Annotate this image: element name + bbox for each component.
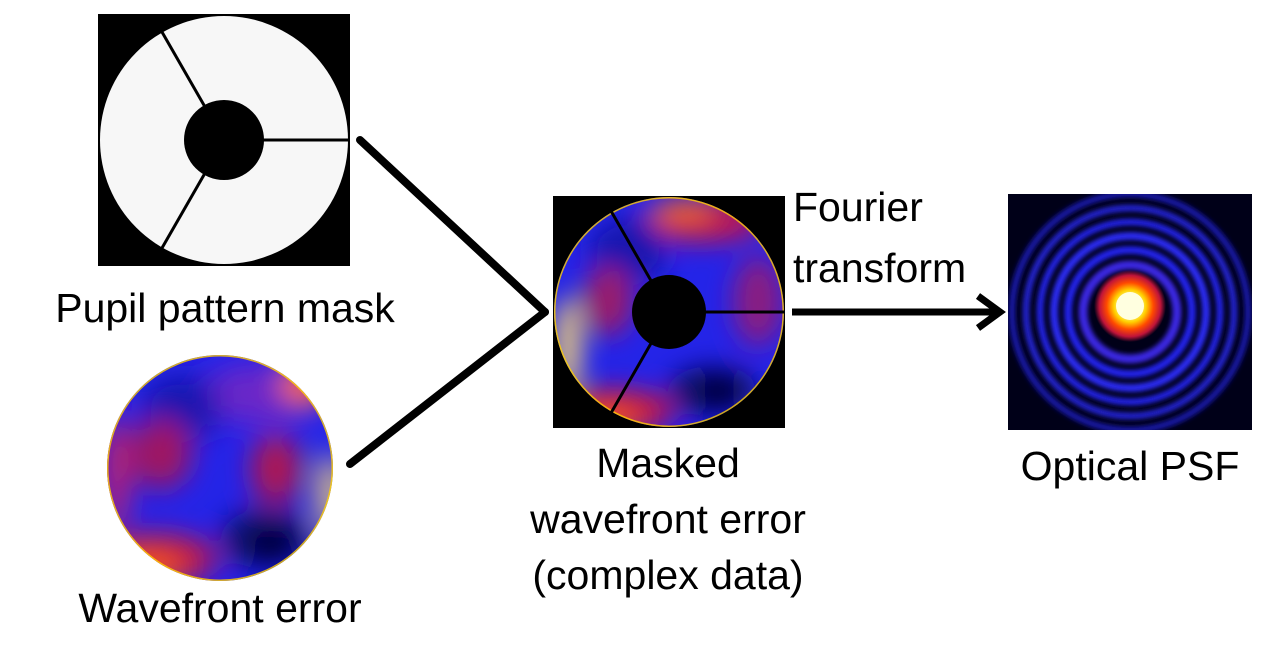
masked-wavefront-label-line1: Masked — [596, 440, 740, 486]
optical-psf-image — [1008, 194, 1252, 430]
fourier-arrowhead — [975, 293, 1006, 331]
masked-wavefront-image — [553, 196, 785, 428]
fourier-transform-label-line1: Fourier — [793, 184, 923, 230]
pupil-mask-label: Pupil pattern mask — [55, 285, 395, 331]
wavefront-error-image — [106, 354, 334, 582]
wavefront-to-masked-connector — [346, 308, 549, 468]
masked-wavefront-label-line2: wavefront error — [530, 496, 806, 542]
wavefront-error-label: Wavefront error — [78, 585, 362, 631]
fourier-transform-label-line2: transform — [793, 245, 967, 291]
optical-psf-label: Optical PSF — [1020, 443, 1240, 489]
pupil-mask-image — [98, 14, 350, 266]
mask-to-masked-connector — [356, 136, 549, 316]
masked-wavefront-label-line3: (complex data) — [532, 552, 804, 598]
